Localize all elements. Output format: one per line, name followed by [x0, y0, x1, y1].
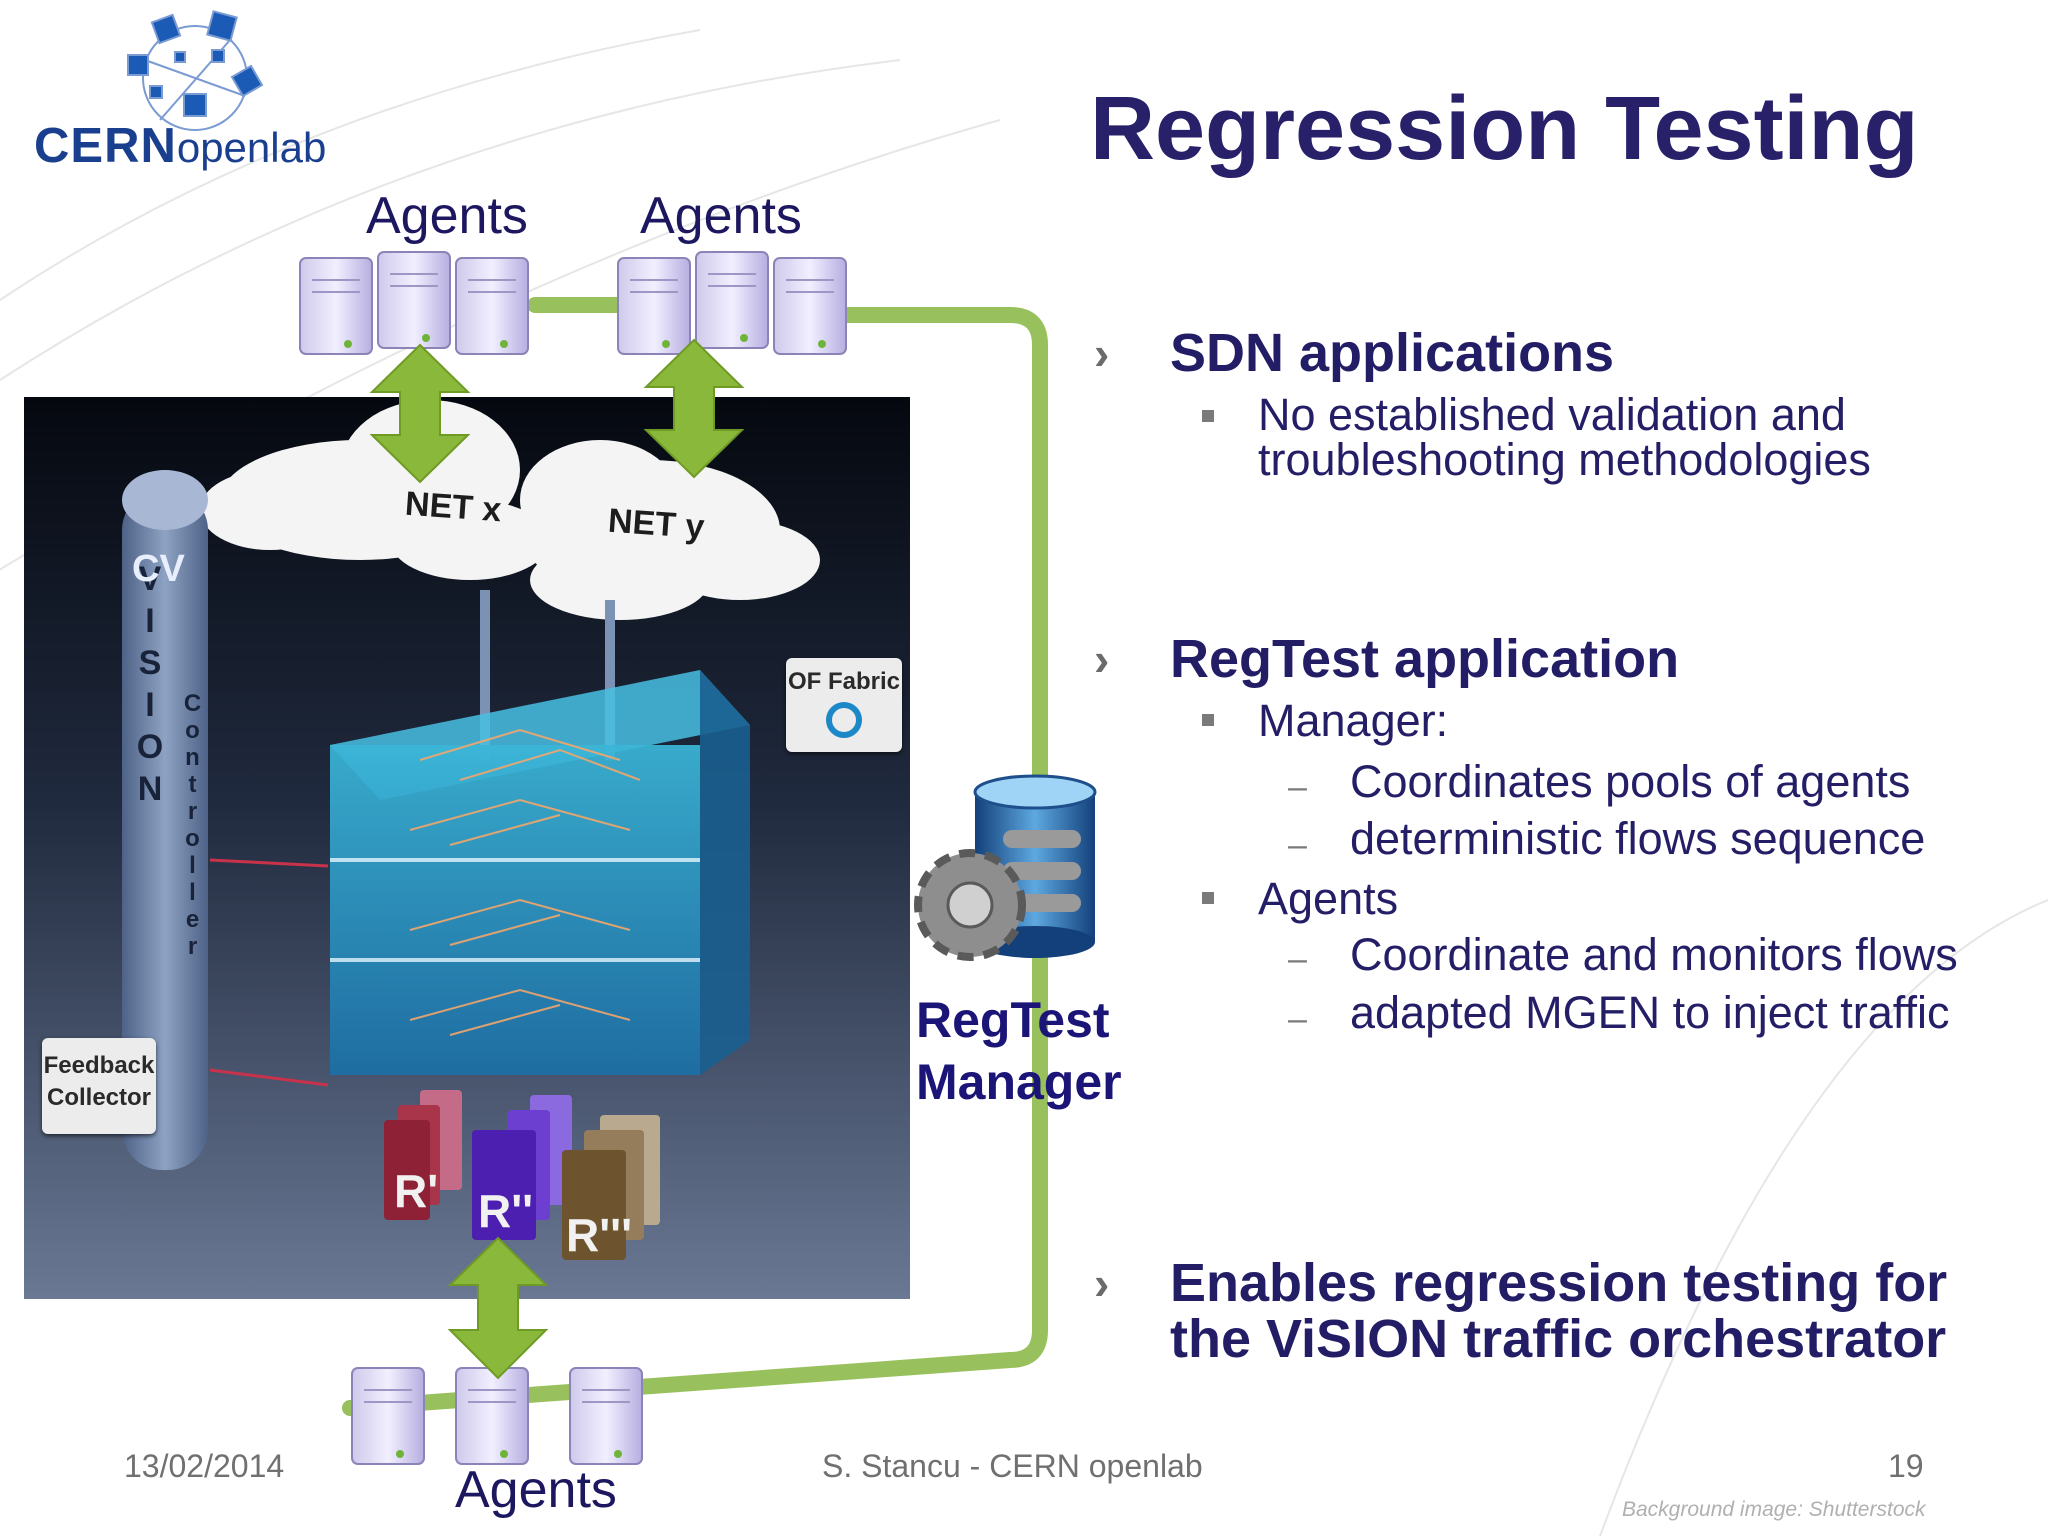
- feedback-label-line2: Collector: [46, 1084, 151, 1111]
- vision-logo-icon: CV: [132, 548, 185, 590]
- router-r2-label: R'': [478, 1185, 534, 1237]
- dash-bullet-icon: –: [1288, 826, 1307, 864]
- chevron-icon: ›: [1094, 633, 1110, 685]
- router-r3-label: R''': [566, 1209, 633, 1261]
- agents-subitem-2: adapted MGEN to inject traffic: [1350, 987, 1950, 1038]
- agents-label-top-right: Agents: [640, 187, 802, 245]
- footer-image-credit: Background image: Shutterstock: [1622, 1498, 1926, 1521]
- manager-subitem-2: deterministic flows sequence: [1350, 813, 1926, 864]
- logo-suffix: openlab: [176, 124, 327, 171]
- dash-bullet-icon: –: [1288, 768, 1307, 806]
- agents-label-top-left: Agents: [366, 187, 528, 245]
- dash-bullet-icon: –: [1288, 1000, 1307, 1038]
- regtest-agents-item: Agents: [1258, 873, 1399, 924]
- feedback-label-line1: Feedback: [43, 1052, 155, 1079]
- square-bullet-icon: [1202, 892, 1214, 904]
- cern-openlab-logo: CERNopenlab: [34, 118, 326, 174]
- cloud-net-x-label: NET x: [403, 484, 503, 530]
- chevron-icon: ›: [1094, 327, 1110, 379]
- manager-subitem-1: Coordinates pools of agents: [1350, 756, 1911, 807]
- bullet-heading-regtest: RegTest application: [1170, 629, 1680, 689]
- chevron-icon: ›: [1094, 1257, 1110, 1309]
- agents-subitem-1: Coordinate and monitors flows: [1350, 929, 1958, 980]
- logo-brand: CERN: [34, 119, 177, 173]
- bullet-heading-enables-line2: the ViSION traffic orchestrator: [1170, 1309, 1947, 1369]
- agents-label-bottom: Agents: [455, 1461, 617, 1519]
- footer-author: S. Stancu - CERN openlab: [822, 1448, 1203, 1484]
- controller-pillar-label: Controller: [179, 690, 206, 960]
- feedback-collector-chip: Feedback Collector: [42, 1038, 156, 1134]
- dash-bullet-icon: –: [1288, 940, 1307, 978]
- footer-page-number: 19: [1888, 1448, 1924, 1484]
- regtest-manager-label-line1: RegTest: [916, 992, 1110, 1048]
- bullet-heading-enables-line1: Enables regression testing for: [1170, 1253, 1948, 1313]
- cloud-net-y-label: NET y: [606, 501, 706, 547]
- regtest-manager-item: Manager:: [1258, 695, 1449, 746]
- square-bullet-icon: [1202, 714, 1214, 726]
- sdn-item-line1: No established validation and: [1258, 389, 1846, 440]
- sdn-item-line2: troubleshooting methodologies: [1258, 434, 1871, 485]
- of-fabric-label: OF Fabric: [787, 668, 901, 695]
- cern-logo-mark: [127, 10, 264, 131]
- square-bullet-icon: [1202, 410, 1214, 422]
- router-r1-label: R': [394, 1165, 439, 1217]
- vision-pillar-label: VISION: [131, 560, 169, 812]
- of-fabric-chip: OF Fabric: [786, 658, 902, 752]
- of-fabric-icon: [826, 702, 862, 738]
- bullet-heading-sdn: SDN applications: [1170, 323, 1615, 383]
- slide-title: Regression Testing: [1090, 79, 1919, 179]
- regtest-manager-label-line2: Manager: [916, 1054, 1122, 1110]
- footer-date: 13/02/2014: [124, 1448, 285, 1484]
